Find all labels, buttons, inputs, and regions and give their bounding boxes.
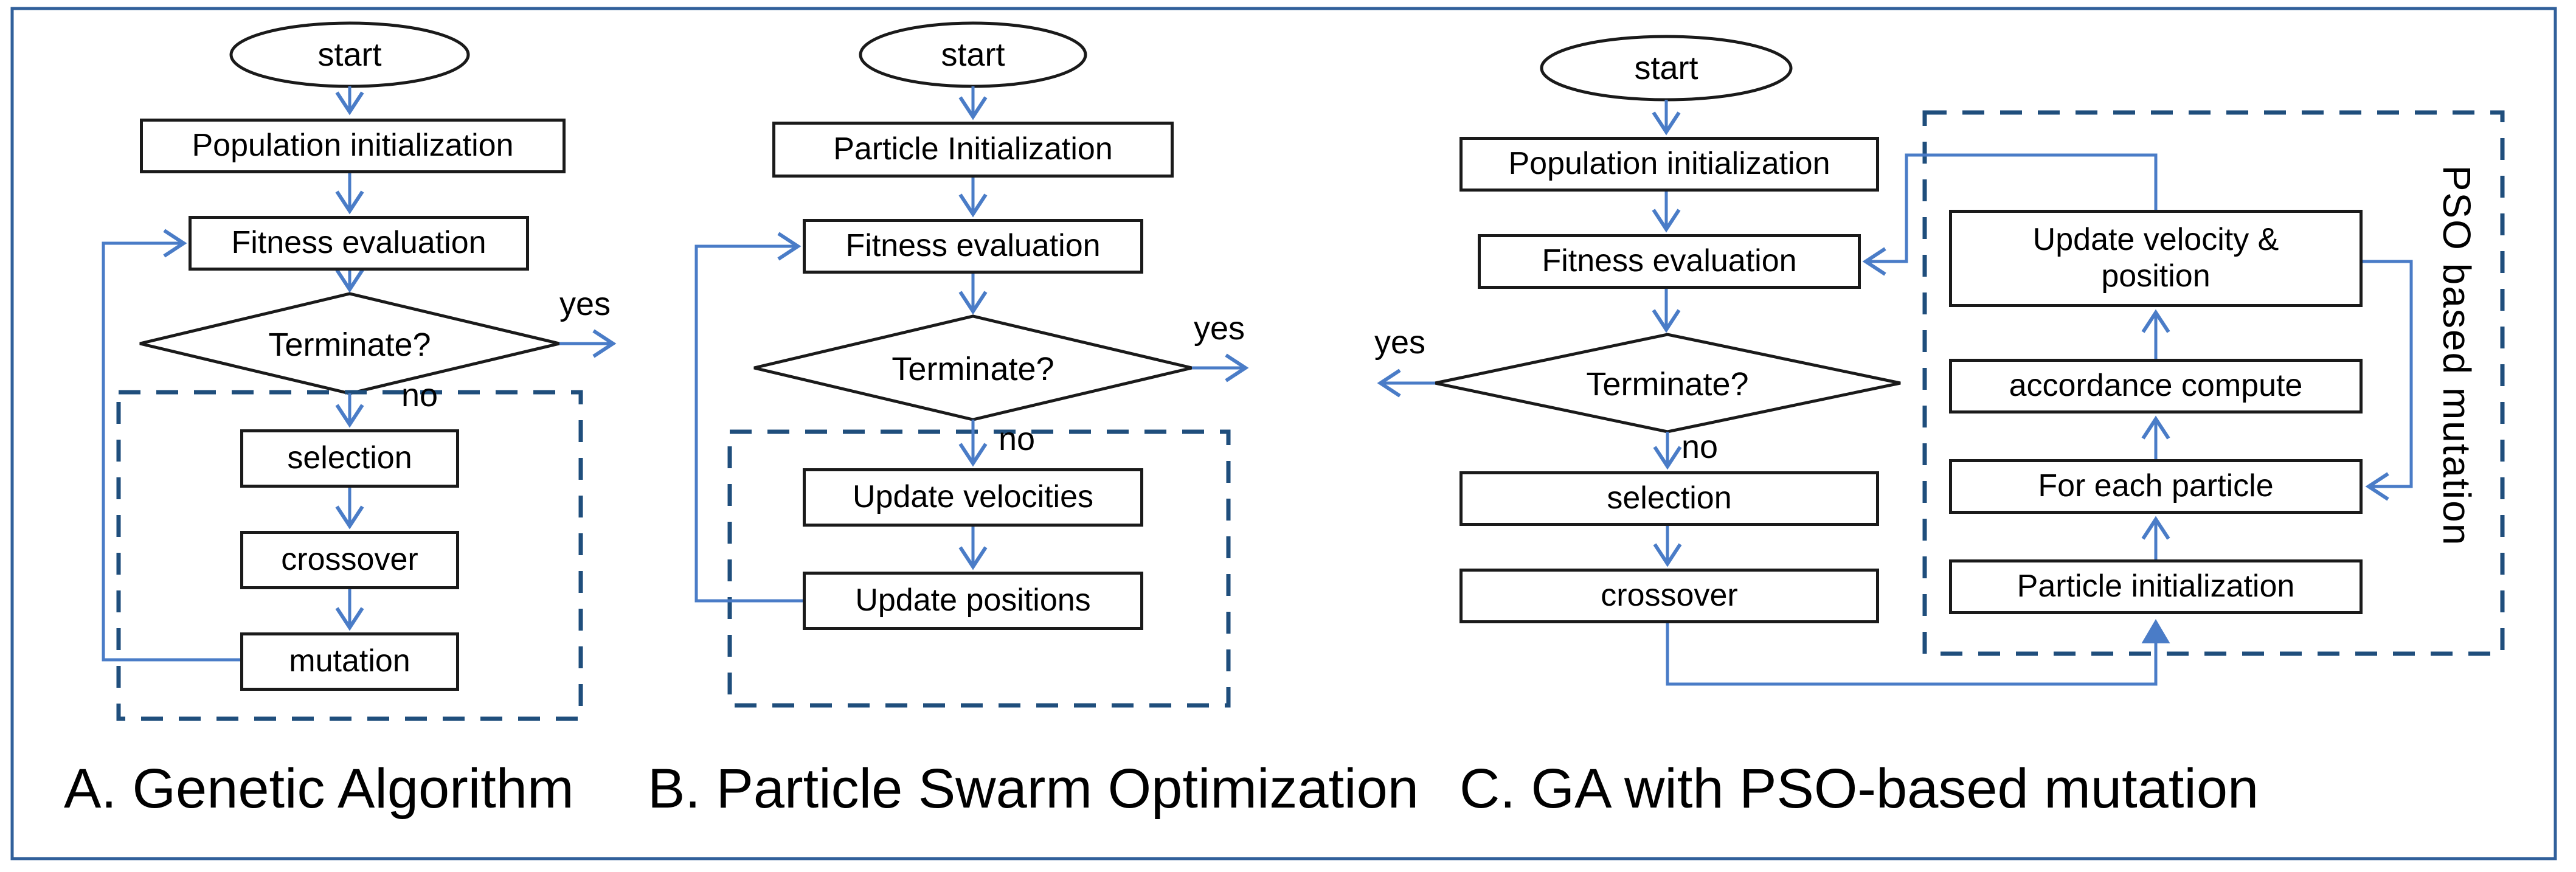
- node-gapso-update-velocity-position: Update velocity & position: [1949, 210, 2363, 307]
- node-ga-crossover: crossover: [240, 531, 459, 589]
- caption-pso: B. Particle Swarm Optimization: [648, 758, 1419, 820]
- arrow-pso-updatepos-fitness-loop: [694, 232, 803, 603]
- connectors-pso: [694, 86, 1249, 603]
- connectors-ga: [102, 86, 617, 662]
- node-pso-terminate: Terminate?: [892, 351, 1054, 387]
- terminate-diamond-gapso: [1435, 333, 1901, 434]
- node-ga-fitness: Fitness evaluation: [189, 216, 529, 271]
- label-ga-yes: yes: [559, 286, 611, 322]
- node-ga-selection: selection: [240, 429, 459, 488]
- label-pso-based-mutation-group: PSO based mutation: [2435, 165, 2479, 547]
- label-gapso-yes: yes: [1374, 324, 1426, 361]
- node-gapso-terminate: Terminate?: [1586, 366, 1749, 403]
- node-gapso-fitness: Fitness evaluation: [1478, 234, 1861, 289]
- start-label-pso: start: [941, 36, 1005, 73]
- node-ga-terminate: Terminate?: [268, 327, 431, 363]
- pso-update-dashed-box: [727, 429, 1231, 708]
- node-pso-update-positions: Update positions: [803, 572, 1143, 630]
- node-ga-population-init: Population initialization: [140, 119, 566, 173]
- label-ga-no: no: [401, 377, 438, 414]
- label-gapso-no: no: [1681, 429, 1719, 465]
- arrow-gapso-crossover-particleinit: [1666, 619, 2170, 686]
- node-gapso-selection: selection: [1459, 471, 1879, 526]
- node-pso-particle-init: Particle Initialization: [772, 122, 1174, 178]
- arrow-gapso-uvp-foreach-loop: [2363, 260, 2413, 501]
- node-gapso-particle-init: Particle initialization: [1949, 559, 2363, 614]
- ga-operators-dashed-box: [116, 390, 583, 721]
- pso-based-mutation-dashed-box: [1922, 110, 2505, 656]
- node-pso-update-velocities: Update velocities: [803, 468, 1143, 527]
- node-gapso-population-init: Population initialization: [1459, 137, 1879, 192]
- label-pso-yes: yes: [1193, 310, 1245, 347]
- node-gapso-for-each-particle: For each particle: [1949, 459, 2363, 514]
- node-gapso-crossover: crossover: [1459, 569, 1879, 623]
- caption-gapso: C. GA with PSO-based mutation: [1459, 758, 2259, 820]
- arrow-gapso-uvp-fitness: [1862, 153, 2158, 276]
- caption-ga: A. Genetic Algorithm: [64, 758, 574, 820]
- arrow-ga-mutation-fitness-loop: [102, 229, 240, 662]
- start-label-ga: start: [317, 36, 382, 73]
- node-gapso-accordance-compute: accordance compute: [1949, 359, 2363, 414]
- node-ga-mutation: mutation: [240, 632, 459, 691]
- start-label-gapso: start: [1634, 50, 1698, 86]
- connectors-gapso: [1377, 100, 2413, 686]
- node-pso-fitness: Fitness evaluation: [803, 219, 1143, 274]
- figure-border: [10, 7, 2557, 860]
- label-pso-no: no: [998, 421, 1036, 457]
